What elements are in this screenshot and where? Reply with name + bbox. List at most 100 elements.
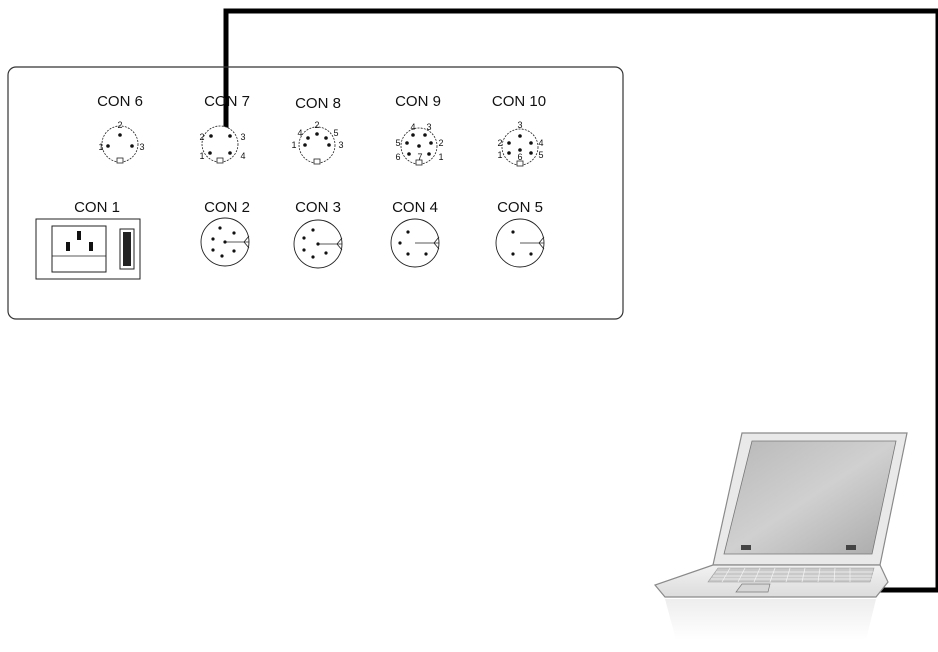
din-socket-body: [298, 126, 336, 164]
neutral-pin: [89, 242, 93, 251]
connector-con5: CON 5: [495, 199, 545, 268]
pin: [511, 230, 515, 234]
pin-label: 2: [199, 132, 204, 142]
pin: [118, 133, 122, 137]
connector-con10: CON 10 3 2 4 1 6 5: [492, 93, 546, 167]
pin: [507, 151, 511, 155]
pin: [303, 143, 307, 147]
connector-label: CON 6: [97, 93, 143, 110]
pin: [398, 241, 402, 245]
socket-key: [216, 157, 224, 164]
laptop-hinge: [741, 545, 751, 550]
laptop-keyboard: [707, 567, 875, 583]
pin: [411, 133, 415, 137]
laptop-touchpad: [735, 583, 771, 593]
pin-label: 3: [240, 132, 245, 142]
laptop-reflection: [665, 599, 876, 640]
pin-label: 4: [297, 128, 302, 138]
din-socket-body: [101, 125, 139, 163]
pin: [302, 236, 306, 240]
connector-notch: [538, 236, 545, 250]
pin-label: 1: [497, 150, 502, 160]
earth-pin: [77, 231, 81, 240]
pin-label: 5: [538, 150, 543, 160]
pin: [327, 143, 331, 147]
connector-label: CON 10: [492, 93, 546, 110]
pin: [324, 136, 328, 140]
pin-label: 2: [117, 120, 122, 130]
pin-label: 1: [438, 152, 443, 162]
socket-key: [116, 157, 124, 164]
power-switch-rocker: [123, 232, 131, 266]
laptop-icon: [653, 432, 908, 640]
connector-con1: CON 1: [35, 199, 141, 280]
connector-con9: CON 9 4 3 5 2 6 7 1: [395, 93, 444, 166]
pin: [507, 141, 511, 145]
connector-con6: CON 6 2 1 3: [97, 93, 145, 164]
pin: [417, 144, 421, 148]
connector-label: CON 5: [497, 199, 543, 216]
pin-label: 1: [98, 142, 103, 152]
pin-label: 2: [497, 138, 502, 148]
pin-label: 1: [199, 151, 204, 161]
connector-label: CON 9: [395, 93, 441, 110]
pin: [424, 252, 428, 256]
connector-notch: [243, 235, 250, 249]
keyboard-keys: [711, 567, 873, 583]
pin: [232, 231, 236, 235]
pin: [302, 248, 306, 252]
pin-label: 1: [291, 140, 296, 150]
pin: [223, 240, 227, 244]
connector-label: CON 2: [204, 199, 250, 216]
live-pin: [66, 242, 70, 251]
connector-con7: CON 7 2 3 1 4: [199, 93, 250, 164]
pin: [311, 228, 315, 232]
pin-label: 2: [314, 120, 319, 130]
pin: [529, 252, 533, 256]
connector-label: CON 7: [204, 93, 250, 110]
pin: [106, 144, 110, 148]
pin: [306, 136, 310, 140]
pin: [518, 134, 522, 138]
connector-notch: [336, 237, 343, 251]
pin: [211, 237, 215, 241]
pin-label: 3: [426, 122, 431, 132]
pin: [209, 134, 213, 138]
pin-label: 4: [538, 138, 543, 148]
pin: [220, 254, 224, 258]
pin-label: 3: [338, 140, 343, 150]
pin: [208, 151, 212, 155]
pin-label: 4: [410, 122, 415, 132]
pin-label: 6: [517, 152, 522, 162]
pin-label: 2: [438, 138, 443, 148]
connector-label: CON 4: [392, 199, 438, 216]
connector-con4: CON 4: [390, 199, 440, 268]
pin: [427, 152, 431, 156]
connector-con2: CON 2: [200, 199, 250, 267]
connector-label: CON 3: [295, 199, 341, 216]
connector-con3: CON 3: [293, 199, 343, 269]
pin: [423, 133, 427, 137]
pin: [211, 248, 215, 252]
pin: [315, 132, 319, 136]
pin: [529, 141, 533, 145]
pin: [311, 255, 315, 259]
pin-label: 5: [395, 138, 400, 148]
pin: [228, 151, 232, 155]
pin: [429, 141, 433, 145]
connector-label: CON 1: [74, 199, 120, 216]
socket-key: [516, 160, 524, 167]
pin: [518, 148, 522, 152]
pin: [218, 226, 222, 230]
connector-panel: CON 6 2 1 3 CON 7 2 3 1 4 CON 8: [7, 66, 624, 320]
pin: [316, 242, 320, 246]
pin: [406, 230, 410, 234]
socket-key: [313, 158, 321, 165]
cable: [223, 8, 938, 593]
laptop-screen: [723, 440, 897, 555]
connector-label: CON 8: [295, 95, 341, 112]
pin: [407, 152, 411, 156]
pin: [529, 151, 533, 155]
din-socket-body: [201, 125, 239, 163]
